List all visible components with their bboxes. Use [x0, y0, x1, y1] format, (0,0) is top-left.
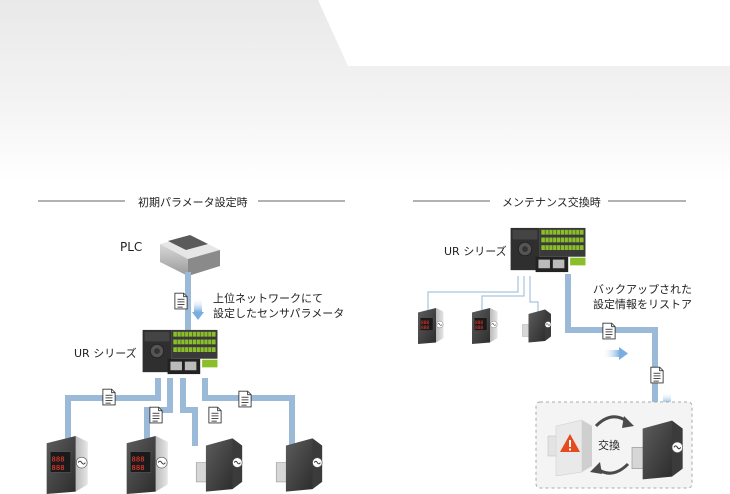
restore-label-line1: バックアップされた [593, 283, 692, 296]
swap-arrow-bottom-head [590, 462, 602, 474]
plc-label: PLC [120, 240, 143, 254]
right-section-title: メンテナンス交換時 [502, 196, 601, 209]
sensor-display-1 [45, 436, 89, 494]
header-tab-shape [318, 0, 730, 66]
network-label-line2: 設定したセンサパラメータ [213, 307, 345, 320]
down-arrow-shaft [663, 392, 671, 404]
sensor-block-1 [195, 437, 243, 493]
right-arrow-head [619, 347, 628, 360]
left-sensor-cables [65, 378, 295, 446]
ur-series-label-right: UR シリーズ [444, 245, 507, 258]
right-sensor-cables [427, 276, 539, 312]
document-icon [238, 390, 252, 408]
restore-label-line2: 設定情報をリストア [593, 298, 692, 311]
plc-device [160, 235, 220, 276]
right-arrow-shaft [602, 350, 620, 357]
ur-unit [510, 227, 586, 273]
document-icon [174, 292, 188, 310]
down-arrow-head [192, 312, 204, 320]
warning-icon [560, 434, 580, 452]
ur-series-label-left: UR シリーズ [74, 347, 137, 360]
document-icon [208, 406, 222, 424]
sensor-block-2 [275, 437, 323, 493]
network-label-line1: 上位ネットワークにて [213, 292, 323, 305]
document-icon [102, 388, 116, 406]
swap-label: 交換 [598, 439, 620, 452]
down-arrow-shaft [194, 298, 202, 312]
sensor-display-4 [471, 308, 498, 344]
document-icon [602, 322, 616, 340]
sensor-block-3 [522, 309, 552, 343]
document-icon [149, 406, 163, 424]
sensor-display-2 [125, 436, 169, 494]
ur-unit [142, 329, 218, 375]
left-section-title: 初期パラメータ設定時 [138, 196, 248, 209]
swap-arrow-top-head [622, 416, 634, 428]
sensor-display-3 [417, 308, 444, 344]
document-icon [650, 366, 664, 384]
